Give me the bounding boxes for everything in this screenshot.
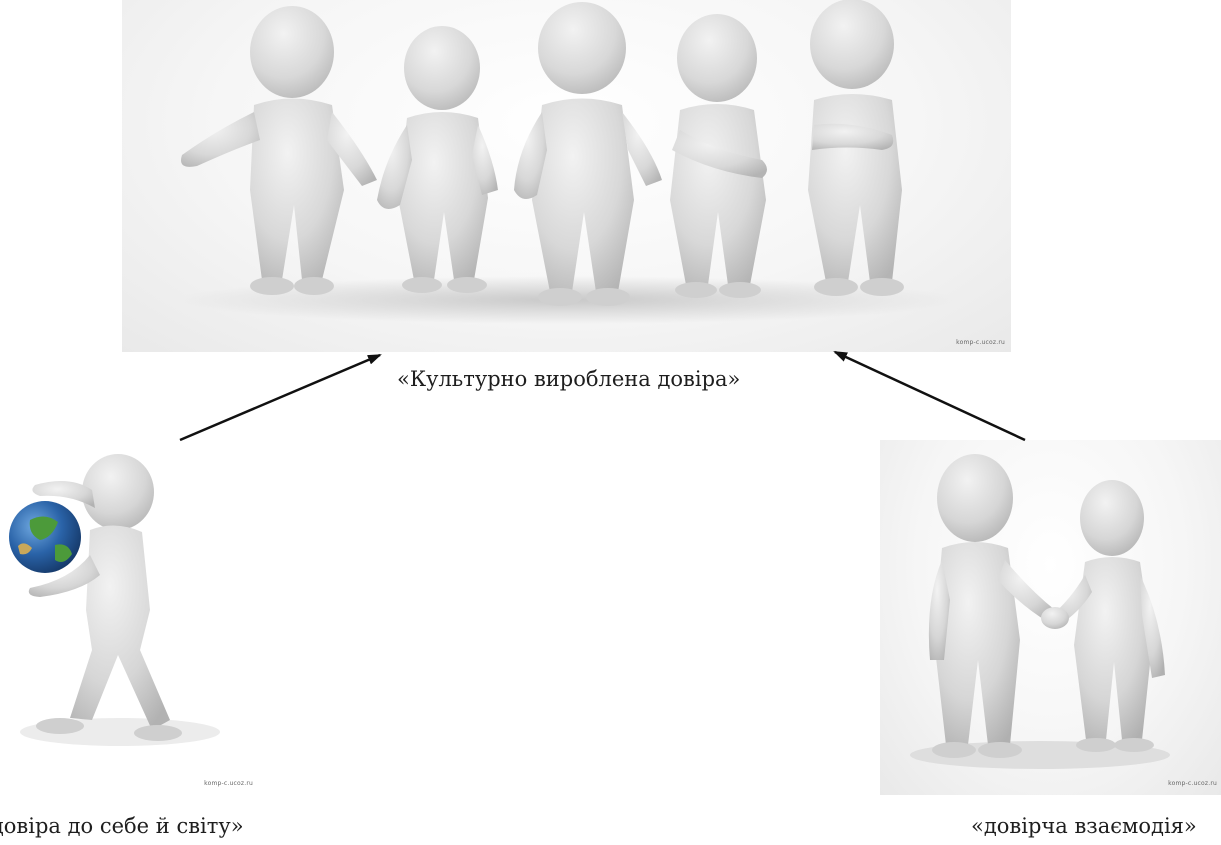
top-caption: «Культурно вироблена довіра» xyxy=(397,367,741,391)
left-arrow xyxy=(179,353,382,442)
figure-2 xyxy=(377,26,498,293)
globe-figure-svg xyxy=(9,454,220,746)
figure-3 xyxy=(514,2,662,306)
left-watermark: komp-c.ucoz.ru xyxy=(204,780,253,787)
group-of-five-figures-image: komp-c.ucoz.ru xyxy=(122,0,1011,352)
figure-5 xyxy=(808,0,904,296)
handshake-figure-right xyxy=(1052,480,1165,752)
top-watermark: komp-c.ucoz.ru xyxy=(956,339,1005,346)
right-caption: «довірча взаємодія» xyxy=(971,814,1197,838)
right-watermark: komp-c.ucoz.ru xyxy=(1168,780,1217,787)
figure-4 xyxy=(670,14,767,298)
figure-holding-globe-image: komp-c.ucoz.ru xyxy=(0,450,265,795)
handshake-figure-left xyxy=(928,454,1055,758)
left-caption: «довіра до себе й світу» xyxy=(0,814,244,838)
group-figures-svg xyxy=(177,0,957,324)
handshake-svg xyxy=(910,454,1170,769)
handshake-icon xyxy=(1041,607,1069,629)
right-arrow xyxy=(833,350,1026,442)
handshake-figures-image: komp-c.ucoz.ru xyxy=(880,440,1221,795)
figure-1 xyxy=(181,6,377,295)
